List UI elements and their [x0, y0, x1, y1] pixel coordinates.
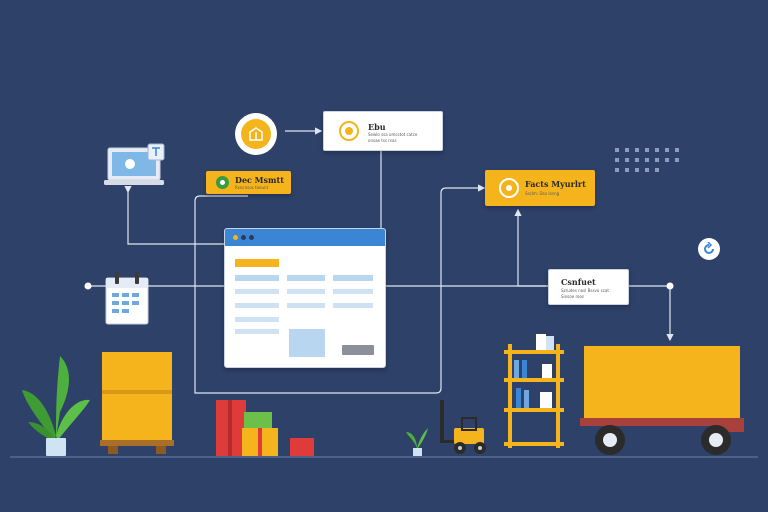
window-header	[225, 229, 385, 246]
top-circle-badge	[235, 113, 277, 155]
small-plant-icon	[404, 424, 430, 458]
list-row	[287, 275, 325, 281]
box-icon	[241, 119, 271, 149]
right-dot	[666, 282, 674, 290]
plant-icon	[20, 352, 92, 458]
dot-grid	[615, 148, 679, 172]
window-dot-3	[249, 235, 254, 240]
left-card-title: Dec Msmtt	[235, 175, 284, 185]
left-card-subtitle: Rsncnsos toeunt	[235, 185, 269, 190]
list-row	[235, 303, 279, 308]
sun-icon	[499, 178, 519, 198]
small-card-subtitle-2: Sinsoe roos	[561, 294, 584, 299]
app-window	[224, 228, 386, 368]
laptop-connector	[124, 186, 225, 245]
forklift-icon	[436, 400, 492, 458]
list-row	[333, 275, 373, 281]
list-row	[333, 289, 373, 294]
list-row	[287, 303, 325, 308]
list-row	[235, 289, 279, 294]
crate-icon	[100, 352, 176, 456]
small-card-title: Csnfuet	[561, 277, 596, 287]
leaf-icon	[216, 176, 229, 189]
small-card: Csnfuet Szrudes nosl Bssvo scat Sinsoe r…	[548, 269, 629, 305]
list-row	[235, 329, 279, 334]
left-card-connector	[194, 184, 486, 394]
left-card: Dec Msmtt Rsncnsos toeunt	[206, 171, 291, 194]
top-card: Ebu Sewlo ssa omcstot catce onsae tss rs…	[323, 111, 443, 151]
calendar-icon	[105, 272, 149, 326]
stacked-boxes-icon	[214, 398, 318, 458]
shelf-icon	[500, 330, 566, 450]
refresh-icon	[698, 238, 720, 260]
truck-icon	[580, 344, 746, 458]
right-card-subtitle: Ssclm: Dso lsnng	[525, 191, 560, 196]
list-row	[287, 289, 325, 294]
list-row	[235, 317, 279, 322]
list-row	[235, 275, 279, 281]
right-card: Facts Myurlrt Ssclm: Dso lsnng	[485, 170, 595, 206]
window-dot-2	[241, 235, 246, 240]
window-button[interactable]	[342, 345, 374, 355]
top-card-subtitle-2: onsae tss rsas	[368, 138, 397, 143]
list-row	[333, 303, 373, 308]
top-card-subtitle: Sewlo ssa omcstot catce	[368, 132, 418, 137]
top-card-title: Ebu	[368, 122, 386, 132]
clock-icon	[339, 121, 359, 141]
image-placeholder	[289, 329, 325, 357]
window-dot-1	[233, 235, 238, 240]
left-dot	[84, 282, 92, 290]
right-card-title: Facts Myurlrt	[525, 179, 586, 189]
window-title-bar	[235, 259, 279, 267]
small-card-subtitle: Szrudes nosl Bssvo scat	[561, 288, 609, 293]
laptop-icon	[104, 142, 168, 190]
